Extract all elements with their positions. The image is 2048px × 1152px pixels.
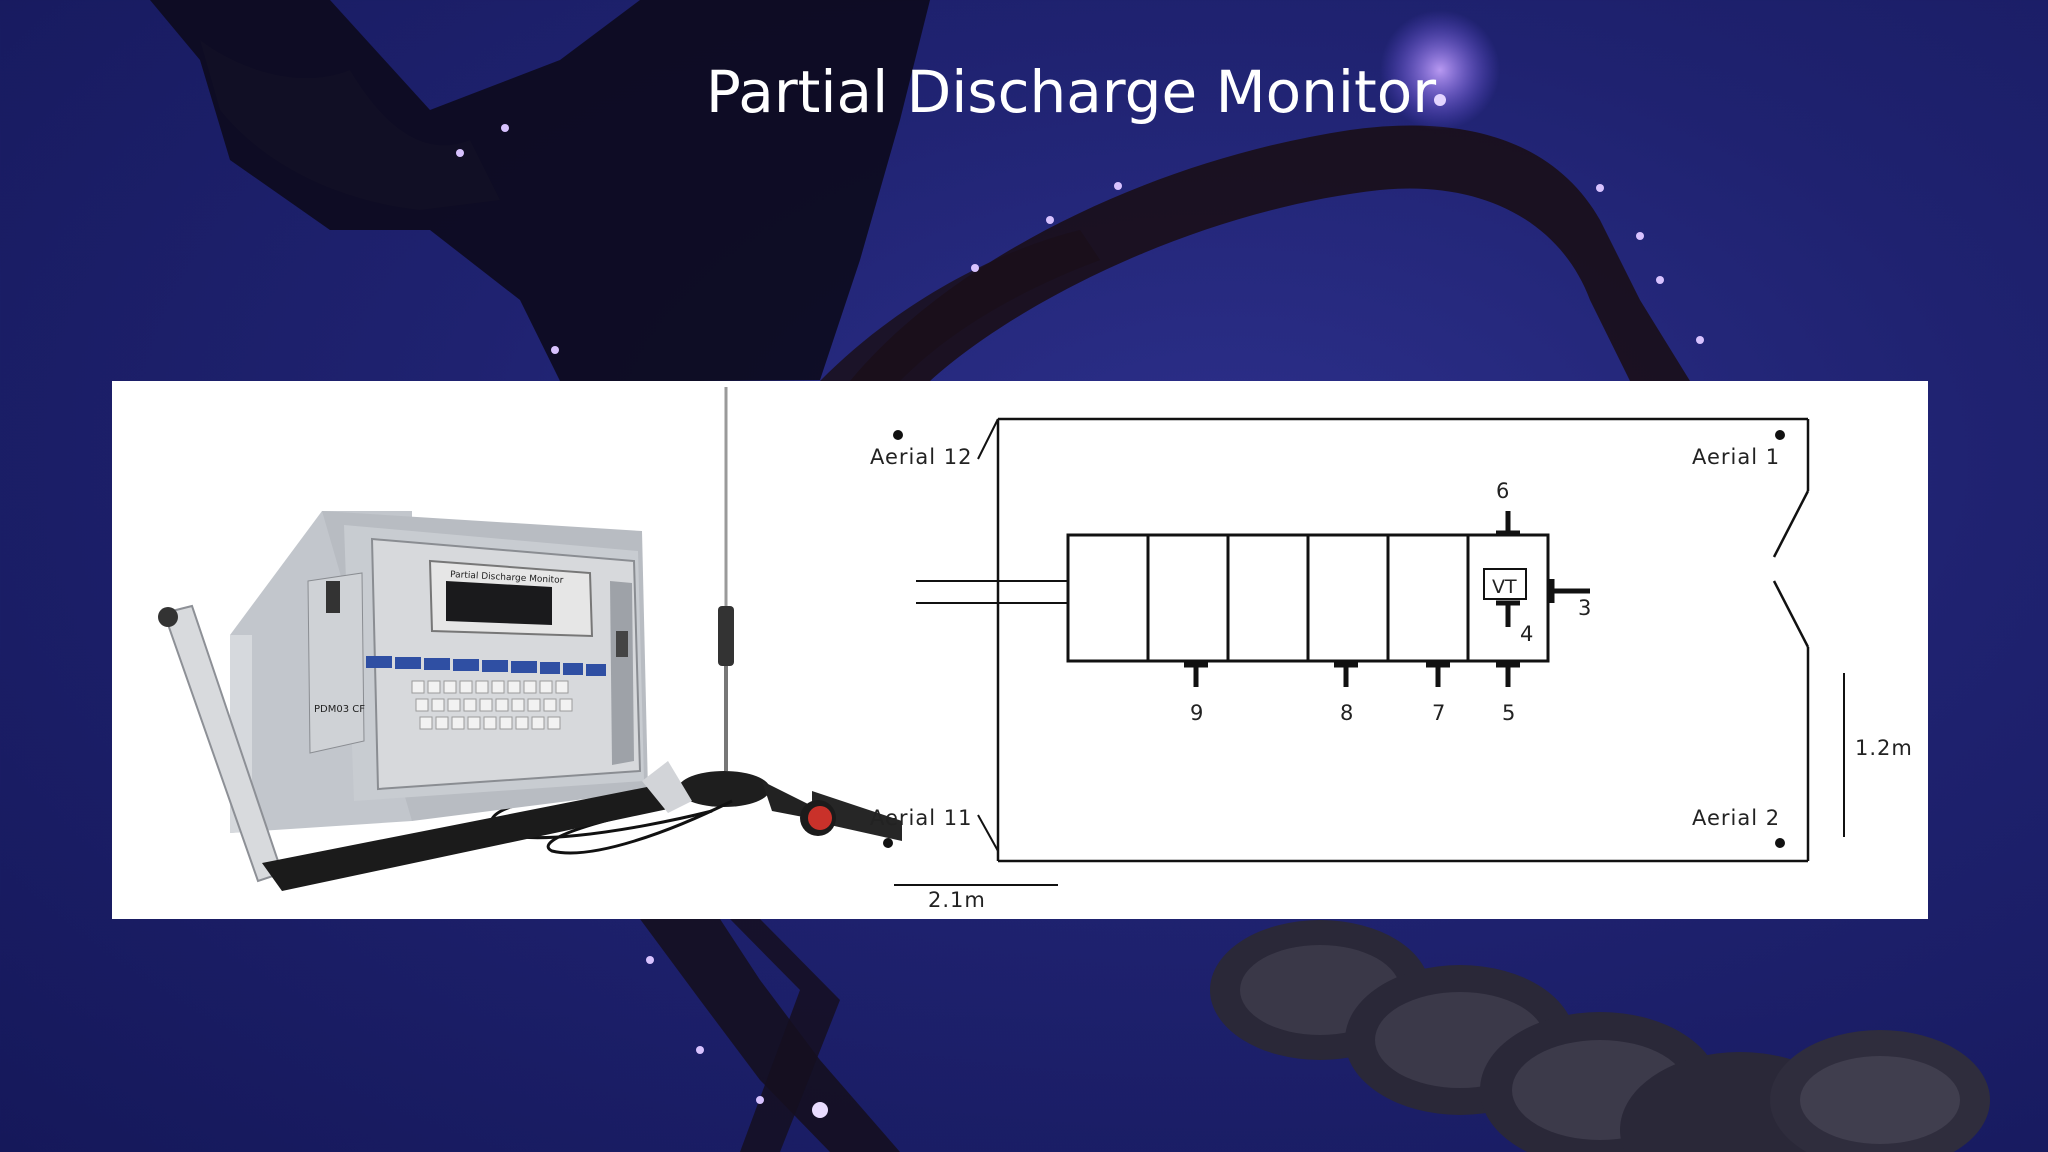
point-6-label: 6	[1496, 479, 1510, 503]
aerial-12-dot	[893, 430, 903, 440]
dimension-height-label: 1.2m	[1855, 736, 1913, 760]
aerial-points	[883, 430, 1785, 848]
function-keys	[366, 656, 606, 676]
device-model: PDM03 CF	[314, 704, 365, 715]
keypad	[411, 680, 573, 730]
figure-svg: Partial Discharge Monitor	[158, 387, 1913, 912]
point-4-label: 4	[1520, 622, 1534, 646]
entry-gap-upper	[1772, 490, 1810, 558]
sensor-markers	[1184, 511, 1590, 687]
power-switch	[326, 581, 340, 613]
aerial-1-label: Aerial 1	[1692, 445, 1780, 469]
point-8-label: 8	[1340, 701, 1354, 725]
pd-monitor-device: Partial Discharge Monitor	[158, 387, 902, 891]
antenna-base	[678, 771, 770, 807]
point-9-label: 9	[1190, 701, 1204, 725]
slide-title: Partial Discharge Monitor	[705, 58, 1437, 126]
antenna-spring	[718, 606, 734, 666]
figure-panel: Partial Discharge Monitor	[112, 381, 1928, 919]
substation-layout-diagram	[894, 417, 1845, 886]
device-display	[446, 581, 552, 625]
probe-tip	[808, 806, 832, 830]
vt-box	[1483, 568, 1527, 600]
aerial-2-label: Aerial 2	[1692, 806, 1780, 830]
vt-label: VT	[1492, 576, 1517, 598]
aerial-2-dot	[1775, 838, 1785, 848]
point-3-label: 3	[1578, 596, 1592, 620]
handle-grip	[262, 786, 668, 891]
aerial-12-label: Aerial 12	[870, 445, 973, 469]
dimension-width-label: 2.1m	[928, 888, 986, 912]
probe-body	[812, 791, 902, 841]
point-7-label: 7	[1432, 701, 1446, 725]
aerial-11-label: Aerial 11	[870, 806, 973, 830]
point-5-label: 5	[1502, 701, 1516, 725]
aerial-1-dot	[1775, 430, 1785, 440]
aerial-11-dot	[883, 838, 893, 848]
entry-gap-lower	[1772, 580, 1810, 648]
